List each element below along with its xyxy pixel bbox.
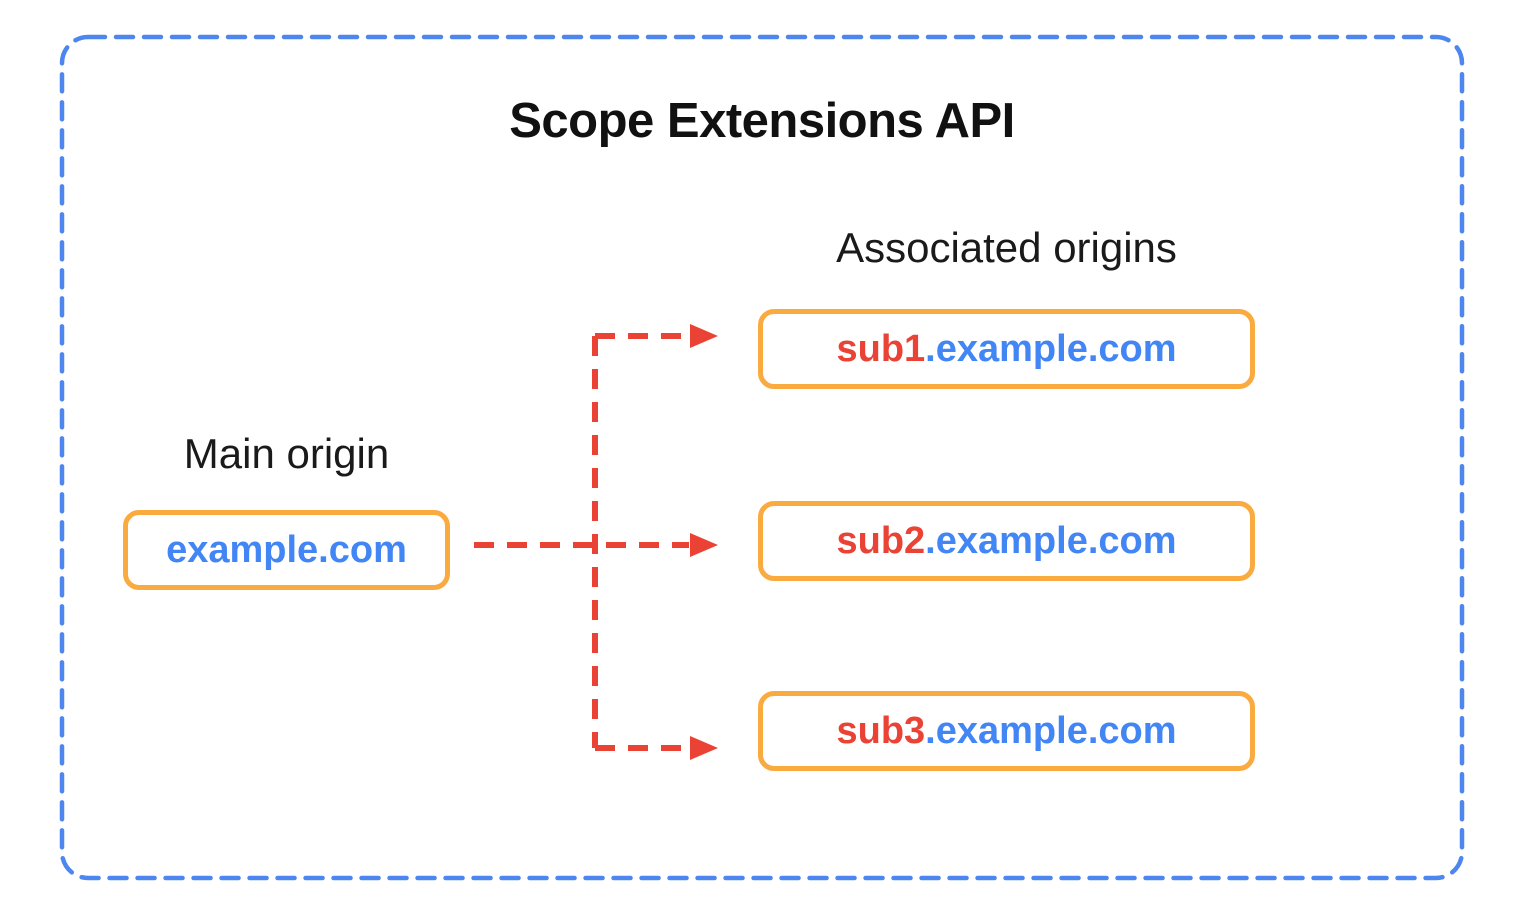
arrowhead-sub3-icon bbox=[690, 736, 718, 760]
arrowhead-sub1-icon bbox=[690, 324, 718, 348]
associated-origin-box-sub1: sub1.example.com bbox=[758, 309, 1255, 389]
sub3-domain: .example.com bbox=[925, 709, 1177, 752]
main-origin-domain: example.com bbox=[166, 528, 407, 571]
main-origin-label: Main origin bbox=[183, 430, 390, 477]
arrowhead-sub2-icon bbox=[690, 533, 718, 557]
associated-origin-box-sub3: sub3.example.com bbox=[758, 691, 1255, 771]
associated-origins-label: Associated origins bbox=[836, 224, 1177, 271]
main-origin-box: example.com bbox=[123, 510, 450, 590]
diagram-title: Scope Extensions API bbox=[509, 94, 1015, 148]
sub1-domain: .example.com bbox=[925, 327, 1177, 370]
associated-origin-box-sub2: sub2.example.com bbox=[758, 501, 1255, 581]
sub1-prefix: sub1 bbox=[836, 327, 926, 370]
sub2-domain: .example.com bbox=[925, 519, 1177, 562]
sub3-prefix: sub3 bbox=[836, 709, 926, 752]
sub2-prefix: sub2 bbox=[836, 519, 926, 562]
diagram-boundary bbox=[59, 34, 1465, 881]
